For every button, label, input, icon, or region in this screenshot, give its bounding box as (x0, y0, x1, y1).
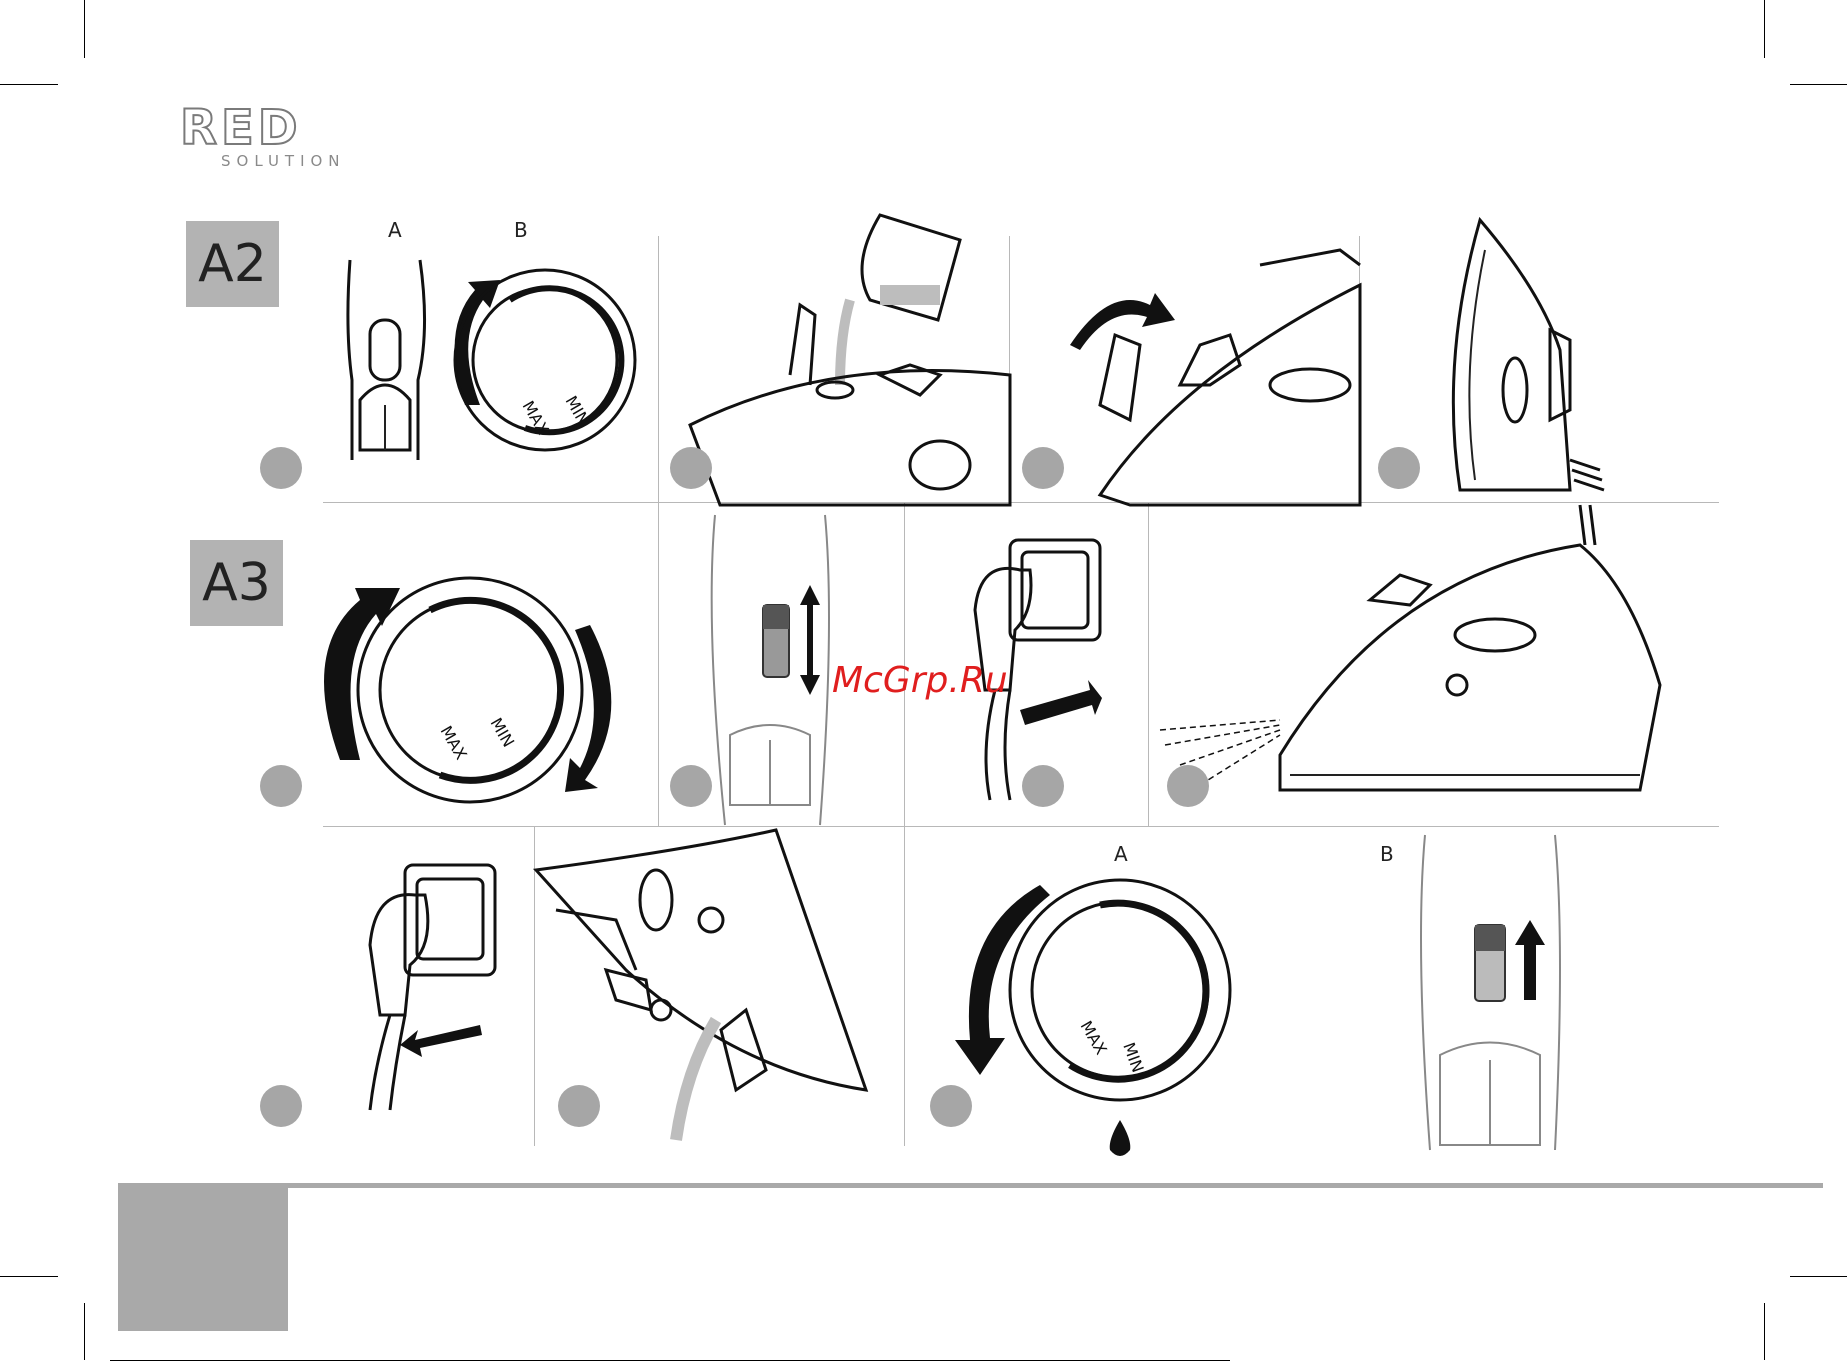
step-number-badge (1022, 447, 1064, 489)
slide-arrow-icon (400, 1025, 482, 1057)
crop-mark (1790, 1276, 1847, 1277)
slider-min-illustration (1415, 825, 1575, 1150)
sub-label-b: B (514, 218, 528, 242)
step-number-badge (558, 1085, 600, 1127)
crop-mark (84, 0, 85, 58)
section-tag-a2: A2 (186, 221, 279, 307)
watermark: McGrp.Ru (832, 660, 1008, 701)
step-number-badge (670, 765, 712, 807)
crop-mark (0, 84, 58, 85)
step-number-badge (260, 1085, 302, 1127)
grid-divider (323, 502, 1719, 503)
crop-mark (0, 1276, 58, 1277)
fill-water-illustration (680, 205, 1010, 505)
footer-page-block (118, 1183, 288, 1331)
step-number-badge (670, 447, 712, 489)
step-number-badge (260, 447, 302, 489)
brand-logo: RED (180, 104, 302, 152)
footer-bar (118, 1183, 1823, 1188)
dial-max-label: MAX (1077, 1018, 1111, 1058)
slide-arrow-icon (1515, 920, 1545, 1000)
water-drop-icon (1110, 1120, 1131, 1156)
dial-min-label: MIN (1119, 1040, 1147, 1075)
grid-divider (904, 826, 905, 1146)
sub-label-b: B (1380, 842, 1394, 866)
slide-arrow-icon (1020, 680, 1102, 725)
step-number-badge (1167, 765, 1209, 807)
grid-divider (1148, 502, 1149, 826)
dial-min-label: MIN (487, 715, 519, 751)
iron-upright-illustration (1420, 210, 1620, 500)
close-lid-illustration (1030, 225, 1360, 505)
step-number-badge (1022, 765, 1064, 807)
steam-slider-illustration (705, 505, 845, 825)
grid-divider (658, 236, 659, 826)
step-number-badge (930, 1085, 972, 1127)
steam-control-illustration: MAX MIN (340, 250, 640, 480)
rotate-arrow-icon (1070, 293, 1175, 350)
temperature-dial-illustration: MAX MIN (300, 560, 640, 800)
brand-tagline: SOLUTION (221, 152, 346, 170)
crop-mark (1790, 84, 1847, 85)
grid-divider (534, 826, 535, 1146)
sub-label-a: A (388, 218, 402, 242)
dial-min-illustration: MAX MIN (930, 870, 1250, 1160)
crop-mark (1764, 0, 1765, 58)
step-number-badge (1378, 447, 1420, 489)
crop-mark (1764, 1303, 1765, 1360)
plug-icon (370, 895, 428, 1015)
rotate-arrow-icon (955, 885, 1050, 1075)
spray-illustration (1160, 505, 1680, 805)
section-tag-a3: A3 (190, 540, 283, 626)
step-number-badge (260, 765, 302, 807)
sub-label-a: A (1114, 842, 1128, 866)
unplug-illustration (340, 855, 520, 1125)
dial-max-label: MAX (437, 723, 471, 763)
crop-mark (84, 1303, 85, 1360)
rotate-arrow-icon (565, 625, 611, 792)
slide-arrow-icon (800, 585, 820, 695)
